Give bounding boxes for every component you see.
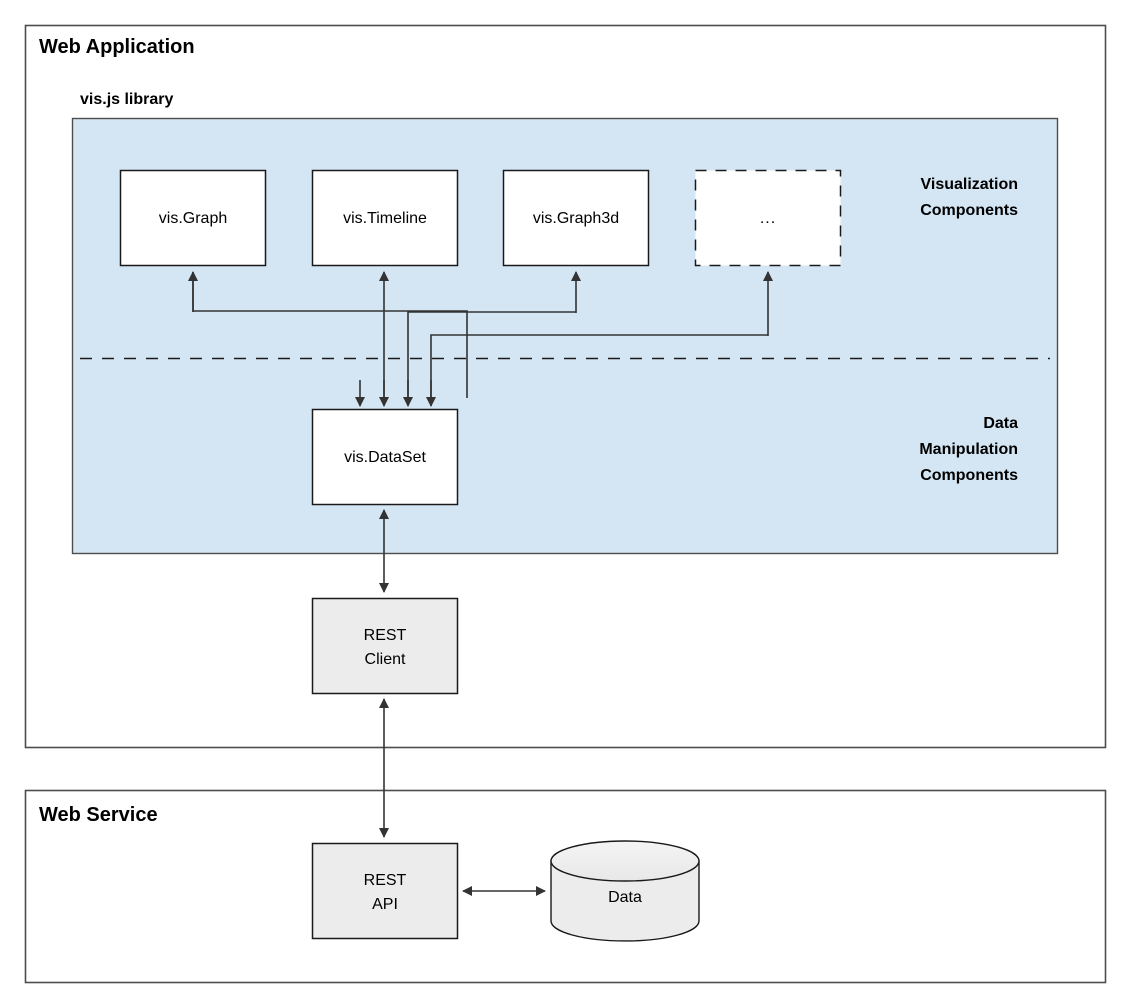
database-top — [550, 840, 700, 882]
web-service-frame — [24, 789, 1107, 984]
node-vis-dataset-label: vis.DataSet — [344, 449, 426, 466]
node-rest-client[interactable] — [311, 597, 459, 695]
node-vis-graph3d-label: vis.Graph3d — [533, 210, 619, 227]
vis-js-library-label: vis.js library — [80, 91, 173, 108]
visualization-components-label-line1: Visualization — [920, 176, 1018, 193]
data-manipulation-label-line2: Manipulation — [919, 441, 1018, 458]
web-service-title: Web Service — [39, 804, 158, 826]
data-manipulation-label-line1: Data — [983, 415, 1018, 432]
node-database[interactable]: Data — [550, 840, 700, 942]
node-rest-api-label-line1: REST — [364, 872, 407, 889]
node-rest-client-label-line2: Client — [365, 651, 406, 668]
node-vis-graph3d[interactable] — [502, 169, 650, 267]
database-body — [550, 860, 700, 942]
node-rest-api[interactable] — [311, 842, 459, 940]
node-vis-graph-label: vis.Graph — [159, 210, 227, 227]
node-vis-timeline[interactable] — [311, 169, 459, 267]
node-vis-graph[interactable] — [119, 169, 267, 267]
connector-dataset-to-more — [430, 334, 768, 398]
visualization-components-label-line2: Components — [920, 202, 1018, 219]
node-rest-client-label-line1: REST — [364, 627, 407, 644]
data-manipulation-label-line3: Components — [920, 467, 1018, 484]
node-vis-timeline-label: vis.Timeline — [343, 210, 427, 227]
connector-dataset-to-vis-graph — [193, 310, 468, 398]
node-more-placeholder-label: ... — [760, 210, 776, 227]
web-application-title: Web Application — [39, 36, 195, 58]
node-more-placeholder[interactable] — [694, 169, 842, 267]
node-database-label: Data — [608, 889, 642, 906]
connector-dataset-to-vis-graph3d — [407, 311, 576, 398]
node-rest-api-label-line2: API — [372, 896, 398, 913]
node-vis-dataset[interactable] — [311, 408, 459, 506]
